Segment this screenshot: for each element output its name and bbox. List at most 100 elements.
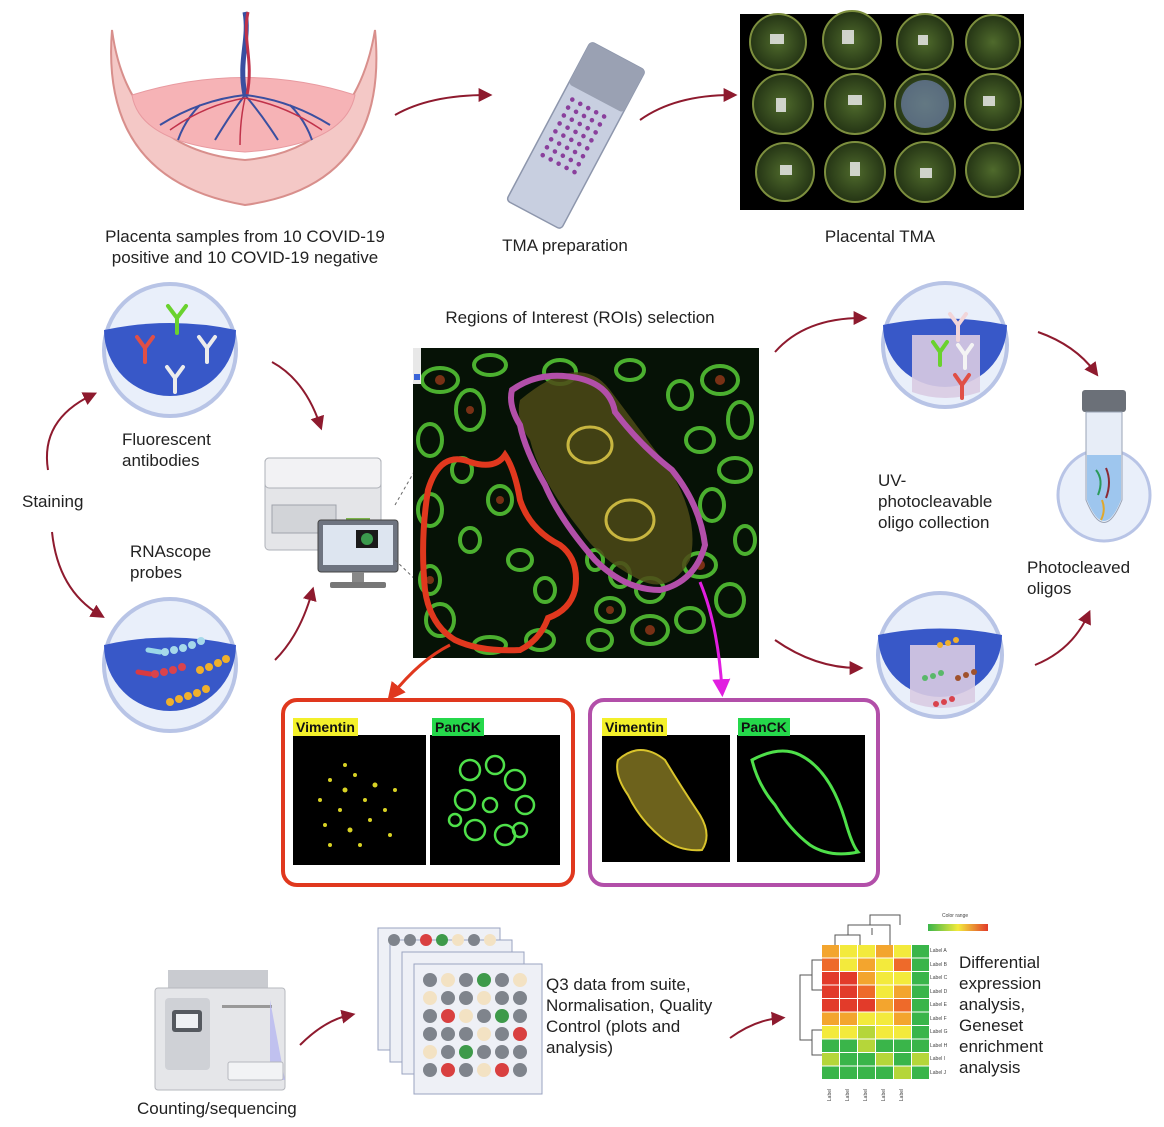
heatmap-cell bbox=[840, 985, 857, 998]
arrow-antibodies-to-instrument bbox=[271, 361, 324, 431]
heatmap-row-label: Label I bbox=[930, 1056, 946, 1062]
heatmap-cells bbox=[822, 945, 929, 1079]
heatmap-cell bbox=[858, 958, 875, 971]
heatmap-cell bbox=[876, 945, 893, 958]
heatmap-cell bbox=[894, 1026, 911, 1039]
heatmap-illustration bbox=[799, 914, 988, 1079]
heatmap-cell bbox=[876, 1053, 893, 1066]
heatmap-cell bbox=[840, 1066, 857, 1079]
heatmap-cell bbox=[912, 958, 929, 971]
red-vimentin-tag: Vimentin bbox=[293, 718, 358, 736]
heatmap-row-label: Label J bbox=[930, 1069, 947, 1076]
heatmap-cell bbox=[912, 999, 929, 1012]
antibody-well-illustration bbox=[102, 282, 238, 418]
arrow-sequencer-to-data bbox=[299, 1009, 356, 1046]
heatmap-cell bbox=[858, 999, 875, 1012]
heatmap-cell bbox=[876, 999, 893, 1012]
arrow-roi-to-uv-antibody bbox=[774, 311, 868, 353]
heatmap-col-label: Label bbox=[845, 1088, 852, 1102]
heatmap-cell bbox=[858, 1066, 875, 1079]
heatmap-row-label: Label B bbox=[930, 961, 947, 968]
heatmap-col-label: Label bbox=[827, 1088, 834, 1102]
heatmap-cell bbox=[894, 958, 911, 971]
heatmap-cell bbox=[876, 1039, 893, 1052]
heatmap-cell bbox=[858, 972, 875, 985]
instrument-illustration bbox=[264, 457, 399, 588]
heatmap-cell bbox=[858, 1012, 875, 1025]
fluorescent-antibodies-label: Fluorescent antibodies bbox=[122, 430, 211, 470]
arrow-probes-to-instrument bbox=[274, 586, 317, 661]
heatmap-cell bbox=[912, 1012, 929, 1025]
staining-label: Staining bbox=[22, 492, 84, 511]
heatmap-col-label: Label bbox=[899, 1088, 906, 1102]
heatmap-cell bbox=[894, 1053, 911, 1066]
heatmap-cell bbox=[822, 1026, 839, 1039]
arrow-placenta-to-tma bbox=[394, 88, 493, 116]
heatmap-cell bbox=[858, 1039, 875, 1052]
rnascope-probes-label: RNAscope probes bbox=[130, 542, 212, 582]
heatmap-row-label: Label C bbox=[930, 975, 948, 981]
heatmap-cell bbox=[876, 958, 893, 971]
uv-collection-label: UV-photocleavable oligo collection bbox=[878, 471, 993, 532]
heatmap-col-label: Label bbox=[863, 1088, 870, 1102]
heatmap-cell bbox=[876, 972, 893, 985]
red-panck-signal bbox=[447, 754, 536, 847]
dendrogram-top bbox=[834, 914, 901, 945]
heatmap-cell bbox=[840, 945, 857, 958]
placental-tma-image bbox=[740, 10, 1024, 210]
arrow-tma-to-image bbox=[639, 88, 738, 121]
heatmap-cell bbox=[822, 999, 839, 1012]
differential-analysis-label: Differential expression analysis, Genese… bbox=[959, 953, 1044, 1077]
heatmap-cell bbox=[840, 958, 857, 971]
tma-preparation-label: TMA preparation bbox=[502, 236, 628, 255]
heatmap-col-label: Label bbox=[881, 1088, 888, 1102]
heatmap-cell bbox=[840, 1053, 857, 1066]
plate-front-wells bbox=[423, 973, 527, 1077]
heatmap-cell bbox=[876, 1066, 893, 1079]
photocleaved-oligos-label: Photocleaved oligos bbox=[1027, 558, 1131, 598]
heatmap-cell bbox=[840, 1026, 857, 1039]
heatmap-cell bbox=[912, 1053, 929, 1066]
counting-sequencing-label: Counting/sequencing bbox=[137, 1099, 297, 1118]
red-panck-tag: PanCK bbox=[432, 718, 484, 736]
heatmap-cell bbox=[912, 1066, 929, 1079]
arrow-purple-roi-to-panel bbox=[698, 581, 731, 698]
color-range-label: Color range bbox=[942, 913, 969, 919]
heatmap-cell bbox=[894, 1066, 911, 1079]
heatmap-cell bbox=[894, 945, 911, 958]
heatmap-cell bbox=[822, 985, 839, 998]
heatmap-cell bbox=[840, 999, 857, 1012]
arrow-uv-to-tube-bottom bbox=[1034, 609, 1091, 666]
purple-panck-signal bbox=[750, 749, 861, 856]
heatmap-cell bbox=[822, 1012, 839, 1025]
arrow-data-to-analysis bbox=[729, 1011, 786, 1039]
purple-vimentin-signal bbox=[616, 749, 708, 852]
heatmap-row-label: Label G bbox=[930, 1029, 948, 1035]
plate-stack-illustration bbox=[377, 927, 543, 1095]
heatmap-cell bbox=[894, 1012, 911, 1025]
roi-selection-label: Regions of Interest (ROIs) selection bbox=[445, 308, 715, 327]
heatmap-cell bbox=[840, 972, 857, 985]
heatmap-cell bbox=[822, 972, 839, 985]
heatmap-cell bbox=[840, 1012, 857, 1025]
heatmap-cell bbox=[822, 1066, 839, 1079]
heatmap-cell bbox=[894, 1039, 911, 1052]
heatmap-cell bbox=[822, 1053, 839, 1066]
heatmap-cell bbox=[822, 958, 839, 971]
probe-well-illustration bbox=[102, 597, 238, 733]
purple-panck-tag: PanCK bbox=[738, 718, 790, 736]
arrow-staining-to-probes bbox=[51, 531, 105, 618]
heatmap-row-label: Label E bbox=[930, 1002, 947, 1008]
tma-slide-illustration bbox=[506, 42, 645, 229]
color-range-bar bbox=[928, 924, 988, 931]
arrow-roi-to-uv-probe bbox=[774, 639, 864, 675]
heatmap-cell bbox=[894, 972, 911, 985]
placenta-samples-label: Placenta samples from 10 COVID-19 positi… bbox=[105, 227, 385, 267]
heatmap-cell bbox=[876, 1026, 893, 1039]
placental-tma-label: Placental TMA bbox=[824, 227, 936, 246]
roi-outline-purple bbox=[508, 372, 709, 594]
arrow-red-roi-to-panel bbox=[387, 643, 451, 701]
heatmap-cell bbox=[822, 1039, 839, 1052]
heatmap-cell bbox=[894, 999, 911, 1012]
